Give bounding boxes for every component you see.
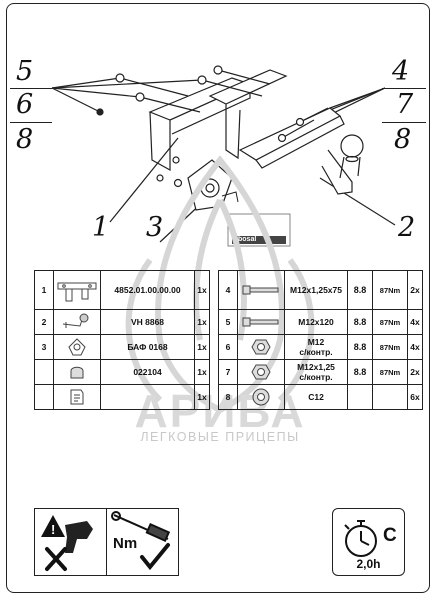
table-row: 4 M12x1,25x75 8.8 87Nm 2x xyxy=(218,270,423,310)
strength-class: 8.8 xyxy=(347,270,373,310)
part-code xyxy=(100,384,195,410)
table-row: 3 БАФ 0168 1x xyxy=(34,334,210,360)
parts-table-left: 1 4852.01.00.00.00 1x 2 VH 8868 1x 3 БАФ… xyxy=(34,270,210,410)
callout-underline xyxy=(10,88,52,89)
strength-class: 8.8 xyxy=(347,309,373,335)
table-row: 5 M12x120 8.8 87Nm 4x xyxy=(218,309,423,335)
nut-icon xyxy=(237,334,285,360)
callout-underline xyxy=(382,122,426,123)
tow-ball-icon xyxy=(53,309,101,335)
part-qty: 4x xyxy=(407,309,423,335)
part-size: C12 xyxy=(284,384,348,410)
part-size-main: M12 xyxy=(307,337,325,347)
part-qty: 1x xyxy=(194,270,210,310)
towbar-assembly-drawing xyxy=(51,65,396,247)
part-qty: 1x xyxy=(194,384,210,410)
part-qty: 1x xyxy=(194,359,210,385)
callout-2: 2 xyxy=(398,212,416,243)
towbar-frame-icon xyxy=(53,270,101,310)
stopwatch-icon xyxy=(344,520,377,557)
part-number: 4 xyxy=(218,270,238,310)
part-number: 2 xyxy=(34,309,54,335)
table-row: 1 4852.01.00.00.00 1x xyxy=(34,270,210,310)
torque-wrench-icon xyxy=(111,511,171,571)
part-size-note: с/контр. xyxy=(299,347,333,357)
callout-underline xyxy=(382,88,426,89)
installation-time: 2,0h xyxy=(356,557,381,571)
callout-6: 6 xyxy=(16,89,34,120)
part-number: 5 xyxy=(218,309,238,335)
washer-icon xyxy=(237,384,285,410)
torque-value xyxy=(372,384,408,410)
instruction-sheet-icon xyxy=(53,384,101,410)
part-size: M12x120 xyxy=(284,309,348,335)
part-number: 6 xyxy=(218,334,238,360)
callout-7: 7 xyxy=(396,89,414,120)
part-qty: 6x xyxy=(407,384,423,410)
table-row: 1x xyxy=(34,384,210,410)
part-code: VH 8868 xyxy=(100,309,195,335)
part-size-note: с/контр. xyxy=(299,372,333,382)
part-qty: 1x xyxy=(194,309,210,335)
strength-class: 8.8 xyxy=(347,359,373,385)
part-number: 7 xyxy=(218,359,238,385)
nut-icon xyxy=(237,359,285,385)
callout-8-left: 8 xyxy=(16,124,34,155)
part-qty: 4x xyxy=(407,334,423,360)
part-size: M12 с/контр. xyxy=(284,334,348,360)
callout-8-right: 8 xyxy=(394,124,412,155)
part-number xyxy=(34,359,54,385)
callout-5: 5 xyxy=(16,56,34,87)
tools-divider xyxy=(106,509,107,575)
part-code: БАФ 0168 xyxy=(100,334,195,360)
part-number: 8 xyxy=(218,384,238,410)
svg-text:!: ! xyxy=(51,522,55,537)
torque-value: 87Nm xyxy=(372,270,408,310)
table-row: 8 C12 6x xyxy=(218,384,423,410)
part-size-main: M12x1,25 xyxy=(297,362,335,372)
strength-class: 8.8 xyxy=(347,334,373,360)
part-size: M12x1,25 с/контр. xyxy=(284,359,348,385)
torque-value: 87Nm xyxy=(372,359,408,385)
bolt-icon xyxy=(237,270,285,310)
watermark-subtitle: ЛЕГКОВЫЕ ПРИЦЕПЫ xyxy=(140,430,300,444)
parts-table-right: 4 M12x1,25x75 8.8 87Nm 2x 5 M12x120 8.8 … xyxy=(218,270,423,410)
strength-class xyxy=(347,384,373,410)
callout-4: 4 xyxy=(392,56,410,87)
part-code: 4852.01.00.00.00 xyxy=(100,270,195,310)
part-qty: 2x xyxy=(407,270,423,310)
brand-plate-text: bosal xyxy=(238,236,257,243)
table-row: 6 M12 с/контр. 8.8 87Nm 4x xyxy=(218,334,423,360)
part-number xyxy=(34,384,54,410)
table-row: 022104 1x xyxy=(34,359,210,385)
no-impact-wrench-icon: ! xyxy=(41,515,93,571)
part-number: 3 xyxy=(34,334,54,360)
callout-underline xyxy=(10,122,52,123)
ball-cap-icon xyxy=(53,359,101,385)
tools-box: ! Nm xyxy=(34,508,179,576)
part-number: 1 xyxy=(34,270,54,310)
torque-label: Nm xyxy=(113,535,138,552)
difficulty-grade: C xyxy=(383,525,397,546)
socket-plate-icon xyxy=(53,334,101,360)
installation-time-box: C 2,0h xyxy=(332,508,405,576)
part-qty: 2x xyxy=(407,359,423,385)
table-row: 7 M12x1,25 с/контр. 8.8 87Nm 2x xyxy=(218,359,423,385)
bolt-icon xyxy=(237,309,285,335)
torque-value: 87Nm xyxy=(372,334,408,360)
part-code: 022104 xyxy=(100,359,195,385)
part-size: M12x1,25x75 xyxy=(284,270,348,310)
callout-1: 1 xyxy=(92,212,110,243)
table-row: 2 VH 8868 1x xyxy=(34,309,210,335)
torque-value: 87Nm xyxy=(372,309,408,335)
callout-3: 3 xyxy=(146,212,164,243)
page-frame xyxy=(6,3,430,593)
part-qty: 1x xyxy=(194,334,210,360)
